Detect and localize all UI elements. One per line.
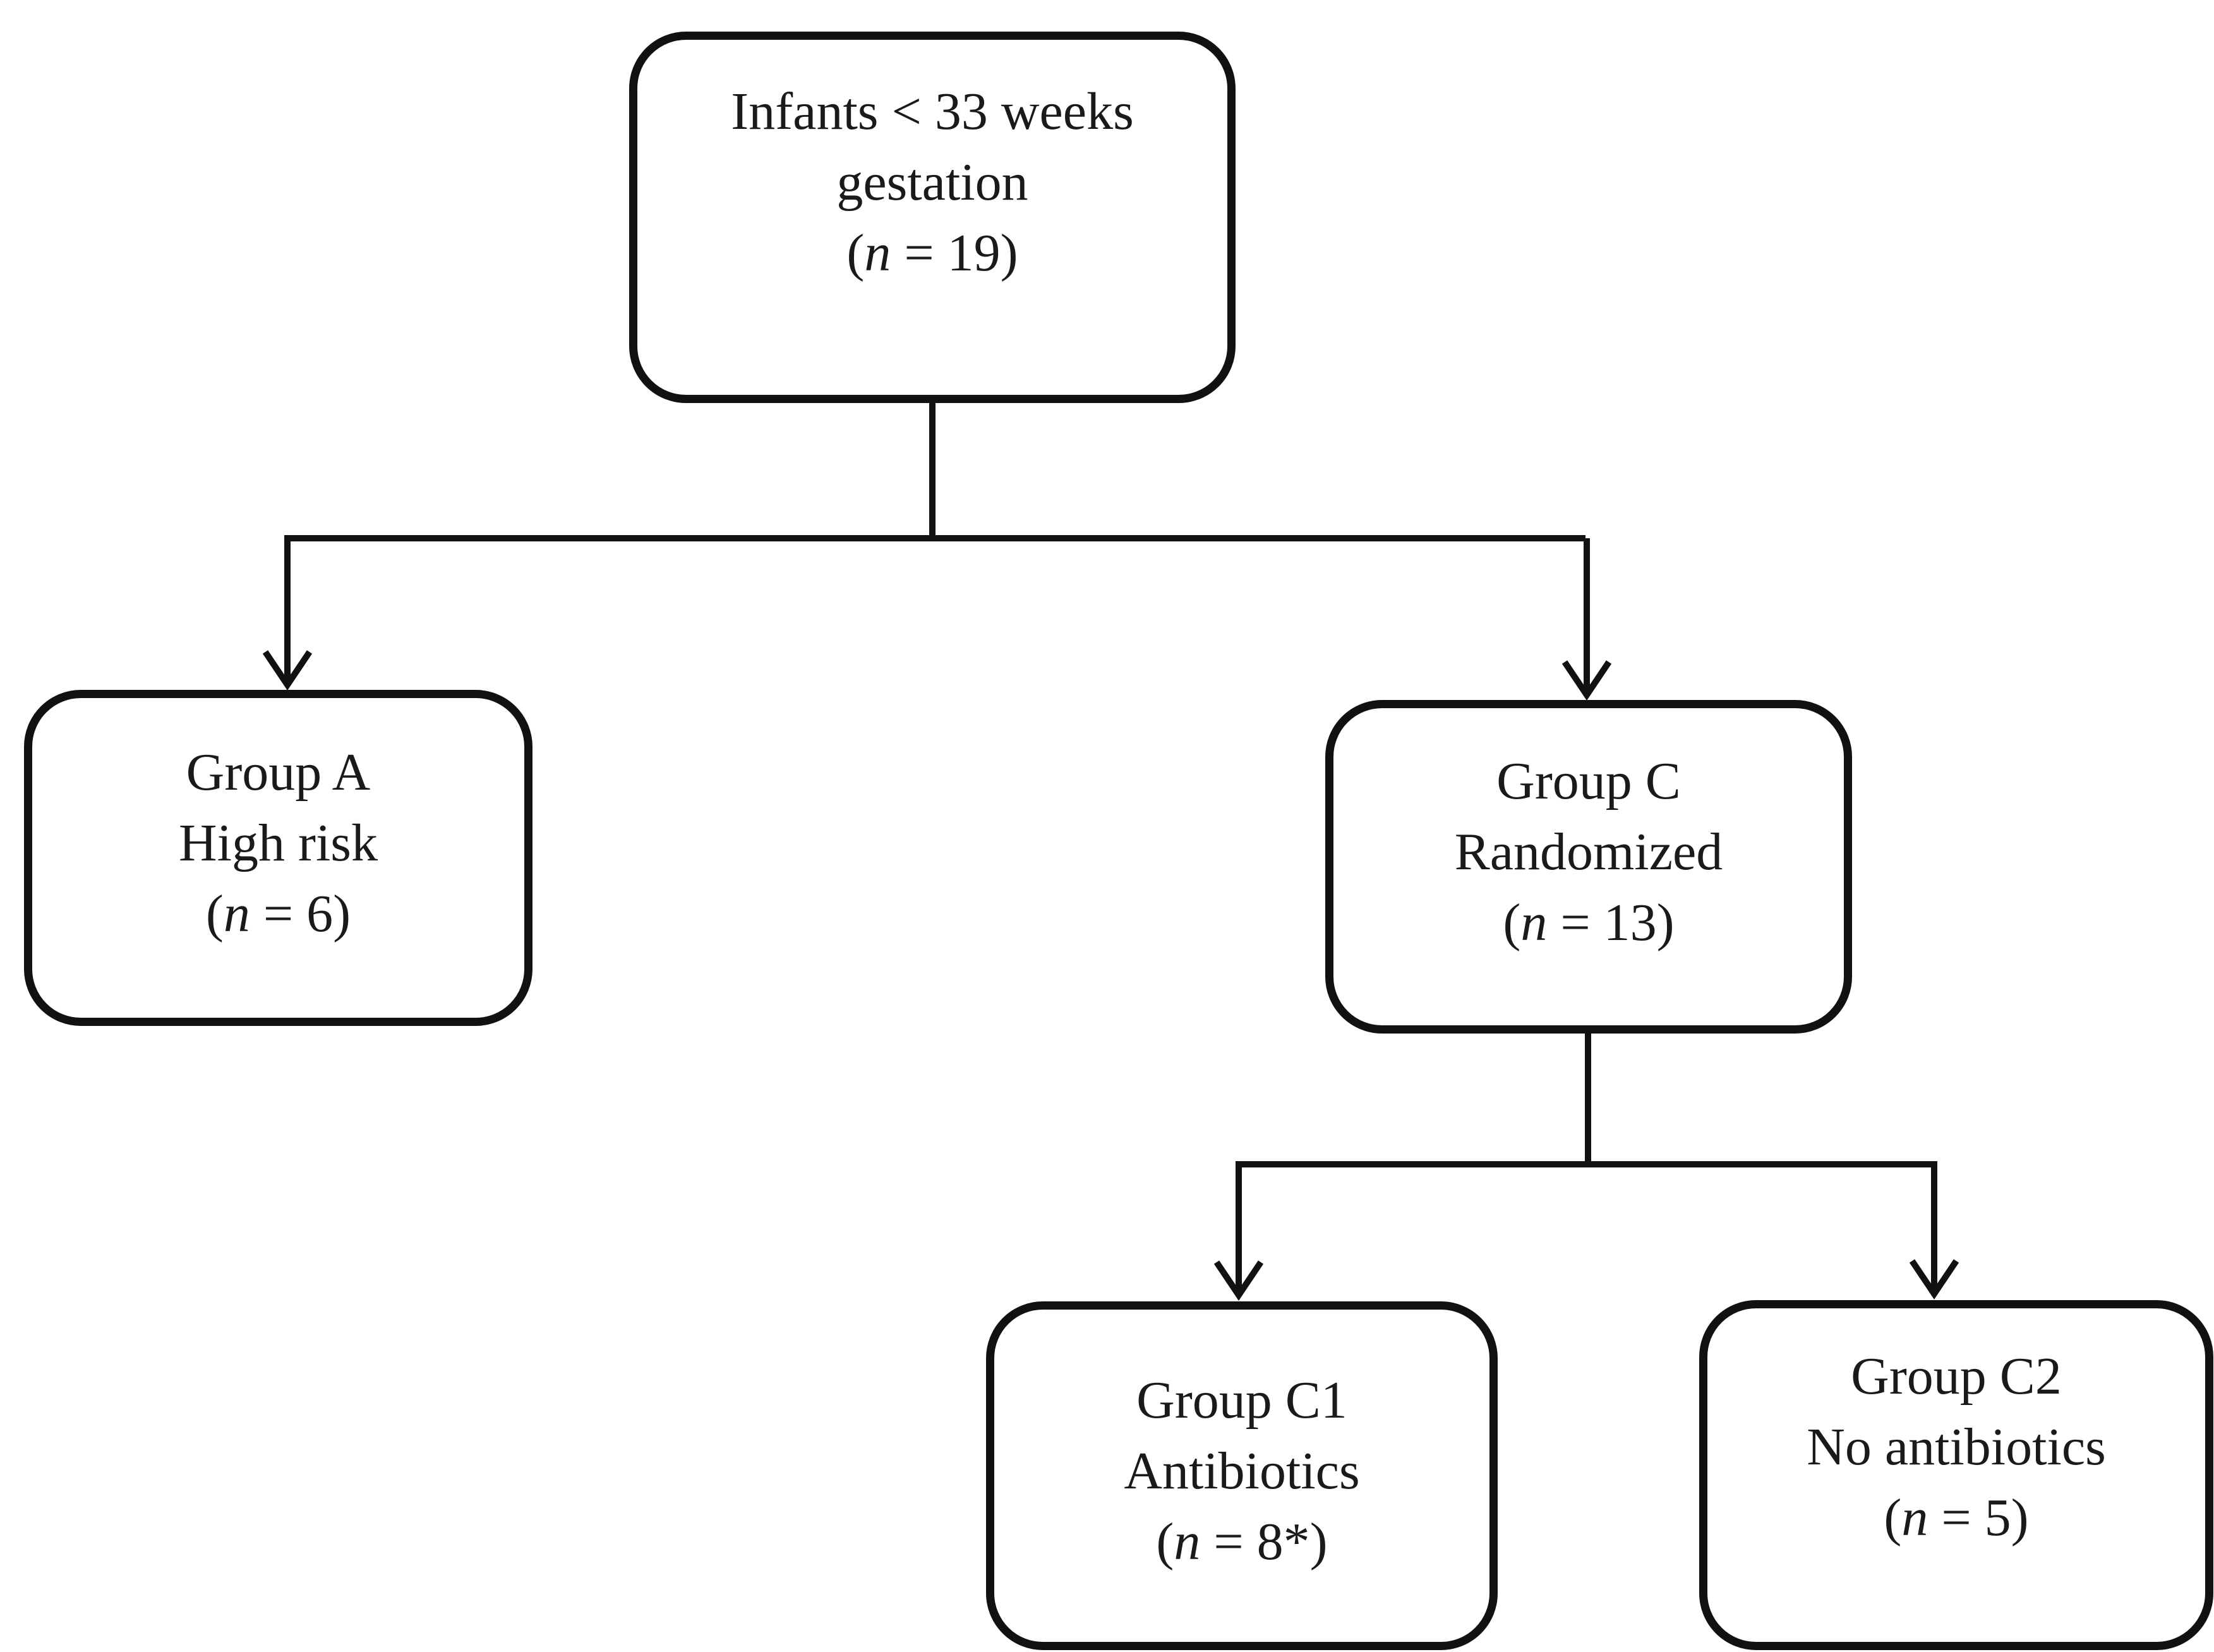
- node-count: (n = 19): [846, 224, 1018, 282]
- node-subtitle: High risk: [179, 814, 378, 872]
- node-group-c2: Group C2 No antibiotics (n = 5): [1699, 1300, 2213, 1650]
- node-count: (n = 5): [1884, 1488, 2029, 1547]
- node-title: Group C2: [1851, 1347, 2062, 1406]
- node-title: Group C1: [1136, 1371, 1347, 1430]
- node-group-c: Group C Randomized (n = 13): [1325, 700, 1852, 1034]
- node-subtitle: Randomized: [1454, 823, 1723, 881]
- arrowhead-group-c1: [1213, 1260, 1264, 1301]
- node-group-c1: Group C1 Antibiotics (n = 8*): [986, 1301, 1498, 1650]
- node-count: (n = 8*): [1156, 1512, 1328, 1571]
- node-title: Group C: [1496, 752, 1681, 811]
- node-group-a: Group A High risk (n = 6): [24, 690, 532, 1026]
- arrowhead-group-a: [262, 650, 313, 690]
- node-subtitle: Antibiotics: [1124, 1442, 1360, 1500]
- node-infants-under-33-weeks: Infants < 33 weeks gestation (n = 19): [629, 32, 1236, 403]
- node-count: (n = 6): [205, 884, 351, 943]
- node-subtitle: No antibiotics: [1807, 1418, 2106, 1476]
- arrowhead-group-c2: [1909, 1259, 1959, 1299]
- node-title: Infants < 33 weeks: [731, 82, 1134, 141]
- arrowhead-group-c: [1561, 660, 1612, 701]
- node-subtitle: gestation: [836, 153, 1028, 212]
- node-title: Group A: [186, 743, 371, 802]
- node-count: (n = 13): [1503, 893, 1675, 952]
